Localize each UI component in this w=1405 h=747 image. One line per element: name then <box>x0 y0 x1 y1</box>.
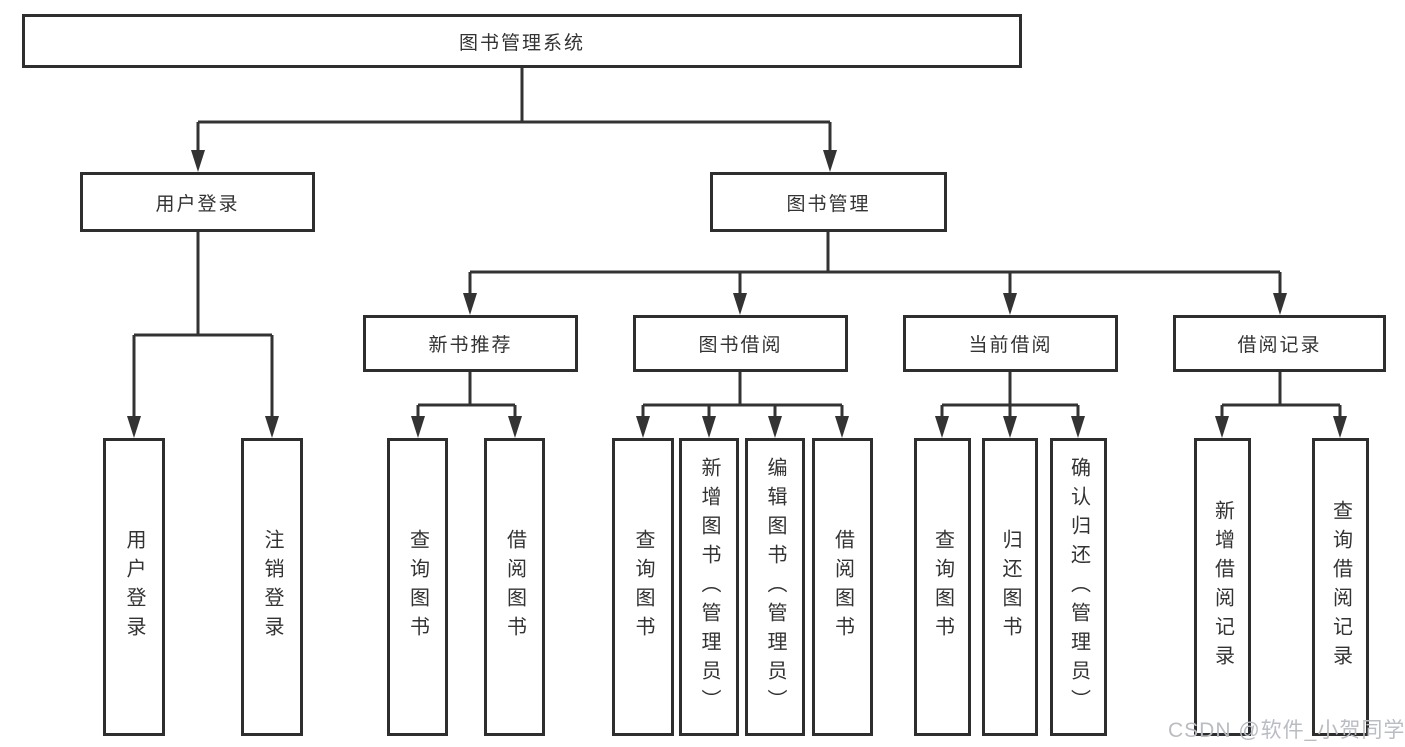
arrowheads <box>127 150 1347 438</box>
node-current-borrow: 当前借阅 <box>903 315 1118 372</box>
node-borrow-records: 借阅记录 <box>1173 315 1386 372</box>
node-book-management: 图书管理 <box>710 172 947 232</box>
leaf-query-borrow-record: 查询借阅记录 <box>1312 438 1369 736</box>
leaf-add-borrow-record: 新增借阅记录 <box>1194 438 1251 736</box>
leaf-logout: 注销登录 <box>241 438 303 736</box>
connector-book-management <box>468 232 1282 295</box>
leaf-borrow-books: 借阅图书 <box>812 438 873 736</box>
leaf-borrow-books-recommend: 借阅图书 <box>484 438 545 736</box>
leaf-query-books-recommend: 查询图书 <box>387 438 448 736</box>
connector-root <box>196 68 832 152</box>
leaf-query-books-borrow: 查询图书 <box>612 438 674 736</box>
connector-borrow-records <box>1220 372 1342 418</box>
connector-new-book-recommend <box>416 372 517 418</box>
leaf-confirm-return-admin: 确认归还（管理员） <box>1050 438 1107 736</box>
connector-book-borrow <box>641 372 844 418</box>
leaf-add-book-admin: 新增图书（管理员） <box>679 438 739 736</box>
node-root: 图书管理系统 <box>22 14 1022 68</box>
leaf-query-books-current: 查询图书 <box>914 438 971 736</box>
leaf-user-login: 用户登录 <box>103 438 165 736</box>
leaf-return-book: 归还图书 <box>982 438 1038 736</box>
leaf-edit-book-admin: 编辑图书（管理员） <box>745 438 805 736</box>
node-book-borrow: 图书借阅 <box>633 315 848 372</box>
node-new-book-recommend: 新书推荐 <box>363 315 578 372</box>
node-user-login: 用户登录 <box>80 172 315 232</box>
connector-user-login <box>132 232 274 418</box>
connector-paths <box>132 68 1342 418</box>
connector-current-borrow <box>940 372 1080 418</box>
watermark-text: CSDN @软件_小贺同学 <box>1168 719 1405 742</box>
